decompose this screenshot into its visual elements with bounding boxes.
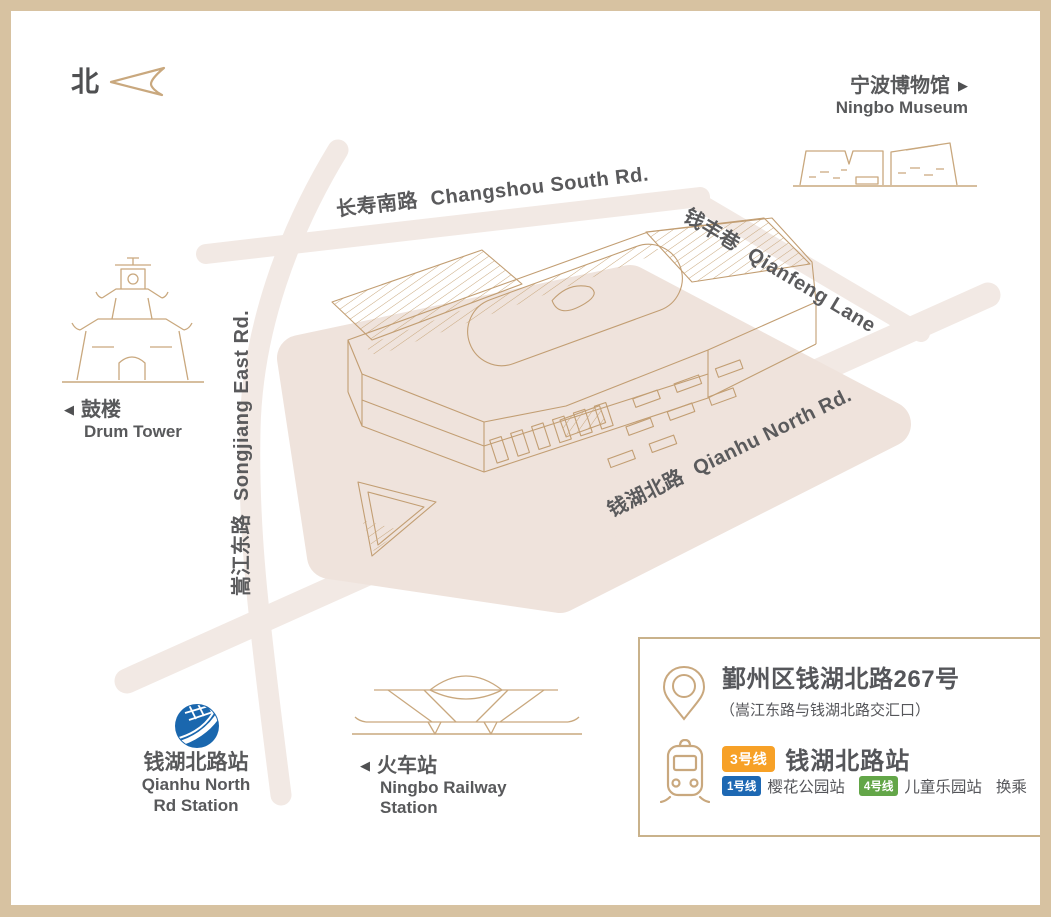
right-arrow-icon: ▶ <box>958 78 968 93</box>
building-east-wing-roof <box>645 217 811 283</box>
railway-station-label-en1: Ningbo Railway <box>380 778 507 797</box>
north-label: 北 <box>71 66 101 97</box>
line3-station-name: 钱湖北路站 <box>785 748 911 775</box>
road-qianfeng-lane <box>683 189 930 342</box>
drum-tower-label-zh: 鼓楼 <box>81 399 121 421</box>
museum-label-zh: 宁波博物馆 <box>850 75 950 97</box>
railway-station-label-zh: 火车站 <box>377 755 437 777</box>
railway-station-label-en2: Station <box>380 798 438 818</box>
walkway-stripes <box>559 405 607 438</box>
address-text: 鄞州区钱湖北路267号 <box>722 666 960 693</box>
building-west-wing-roof <box>331 249 523 341</box>
museum-texture-marks <box>809 167 944 185</box>
north-arrow-icon <box>109 66 166 97</box>
left-arrow-icon: ◀ <box>360 758 370 773</box>
museum-label: 宁波博物馆 ▶ Ningbo Museum <box>836 74 968 118</box>
metro-station-label: 钱湖北路站 Qianhu North Rd Station <box>112 750 280 816</box>
road-songjiang-zh: 嵩江东路 <box>231 514 253 596</box>
metro-station-label-en2: Rd Station <box>153 795 239 815</box>
address-info-box: 鄞州区钱湖北路267号 （嵩江东路与钱湖北路交汇口） 3号线 钱湖北路站 1号线… <box>638 637 1046 837</box>
metro-station-label-en1: Qianhu North <box>141 775 251 795</box>
line3-badge: 3号线 <box>722 745 776 772</box>
metro-logo-icon <box>175 704 219 748</box>
metro-transfer-row: 1号线 樱花公园站 4号线 儿童乐园站 换乘 <box>722 775 1027 797</box>
building-sketch <box>331 217 817 557</box>
railway-station-label: ◀ 火车站 Ningbo Railway Station <box>360 754 507 819</box>
plaza-crosswalk-marks <box>607 359 744 469</box>
road-label-songjiang: 嵩江东路 Songjiang East Rd. <box>225 310 253 596</box>
road-songjiang-east <box>239 139 349 806</box>
building-windows <box>489 401 614 464</box>
line4-badge: 4号线 <box>858 776 899 796</box>
metro-train-icon <box>660 739 710 803</box>
drum-tower-label-en: Drum Tower <box>84 422 182 441</box>
line1-station-name: 樱花公园站 <box>767 779 845 796</box>
metro-line3-row: 3号线 钱湖北路站 <box>722 741 910 776</box>
line4-station-name: 儿童乐园站 <box>904 779 982 796</box>
railway-station-icon <box>352 675 582 735</box>
building-roof-outline <box>347 217 817 423</box>
building-facade <box>347 302 817 473</box>
building-roof-edge-strip <box>364 242 662 356</box>
road-songjiang-en: Songjiang East Rd. <box>231 309 253 501</box>
metro-station-label-zh: 钱湖北路站 <box>143 751 249 774</box>
line1-badge: 1号线 <box>722 776 762 796</box>
location-pin-icon <box>662 665 706 721</box>
ningbo-museum-icon <box>793 142 977 187</box>
drum-tower-label: ◀ 鼓楼 Drum Tower <box>64 398 182 442</box>
building-rooftop-track <box>467 243 683 367</box>
drum-tower-icon <box>62 257 204 383</box>
left-arrow-icon: ◀ <box>64 402 74 417</box>
entrance-plaza-wedge <box>357 481 437 557</box>
museum-label-en: Ningbo Museum <box>835 98 968 117</box>
transfer-label: 换乘 <box>995 779 1027 796</box>
address-subtext: （嵩江东路与钱湖北路交汇口） <box>720 702 931 719</box>
